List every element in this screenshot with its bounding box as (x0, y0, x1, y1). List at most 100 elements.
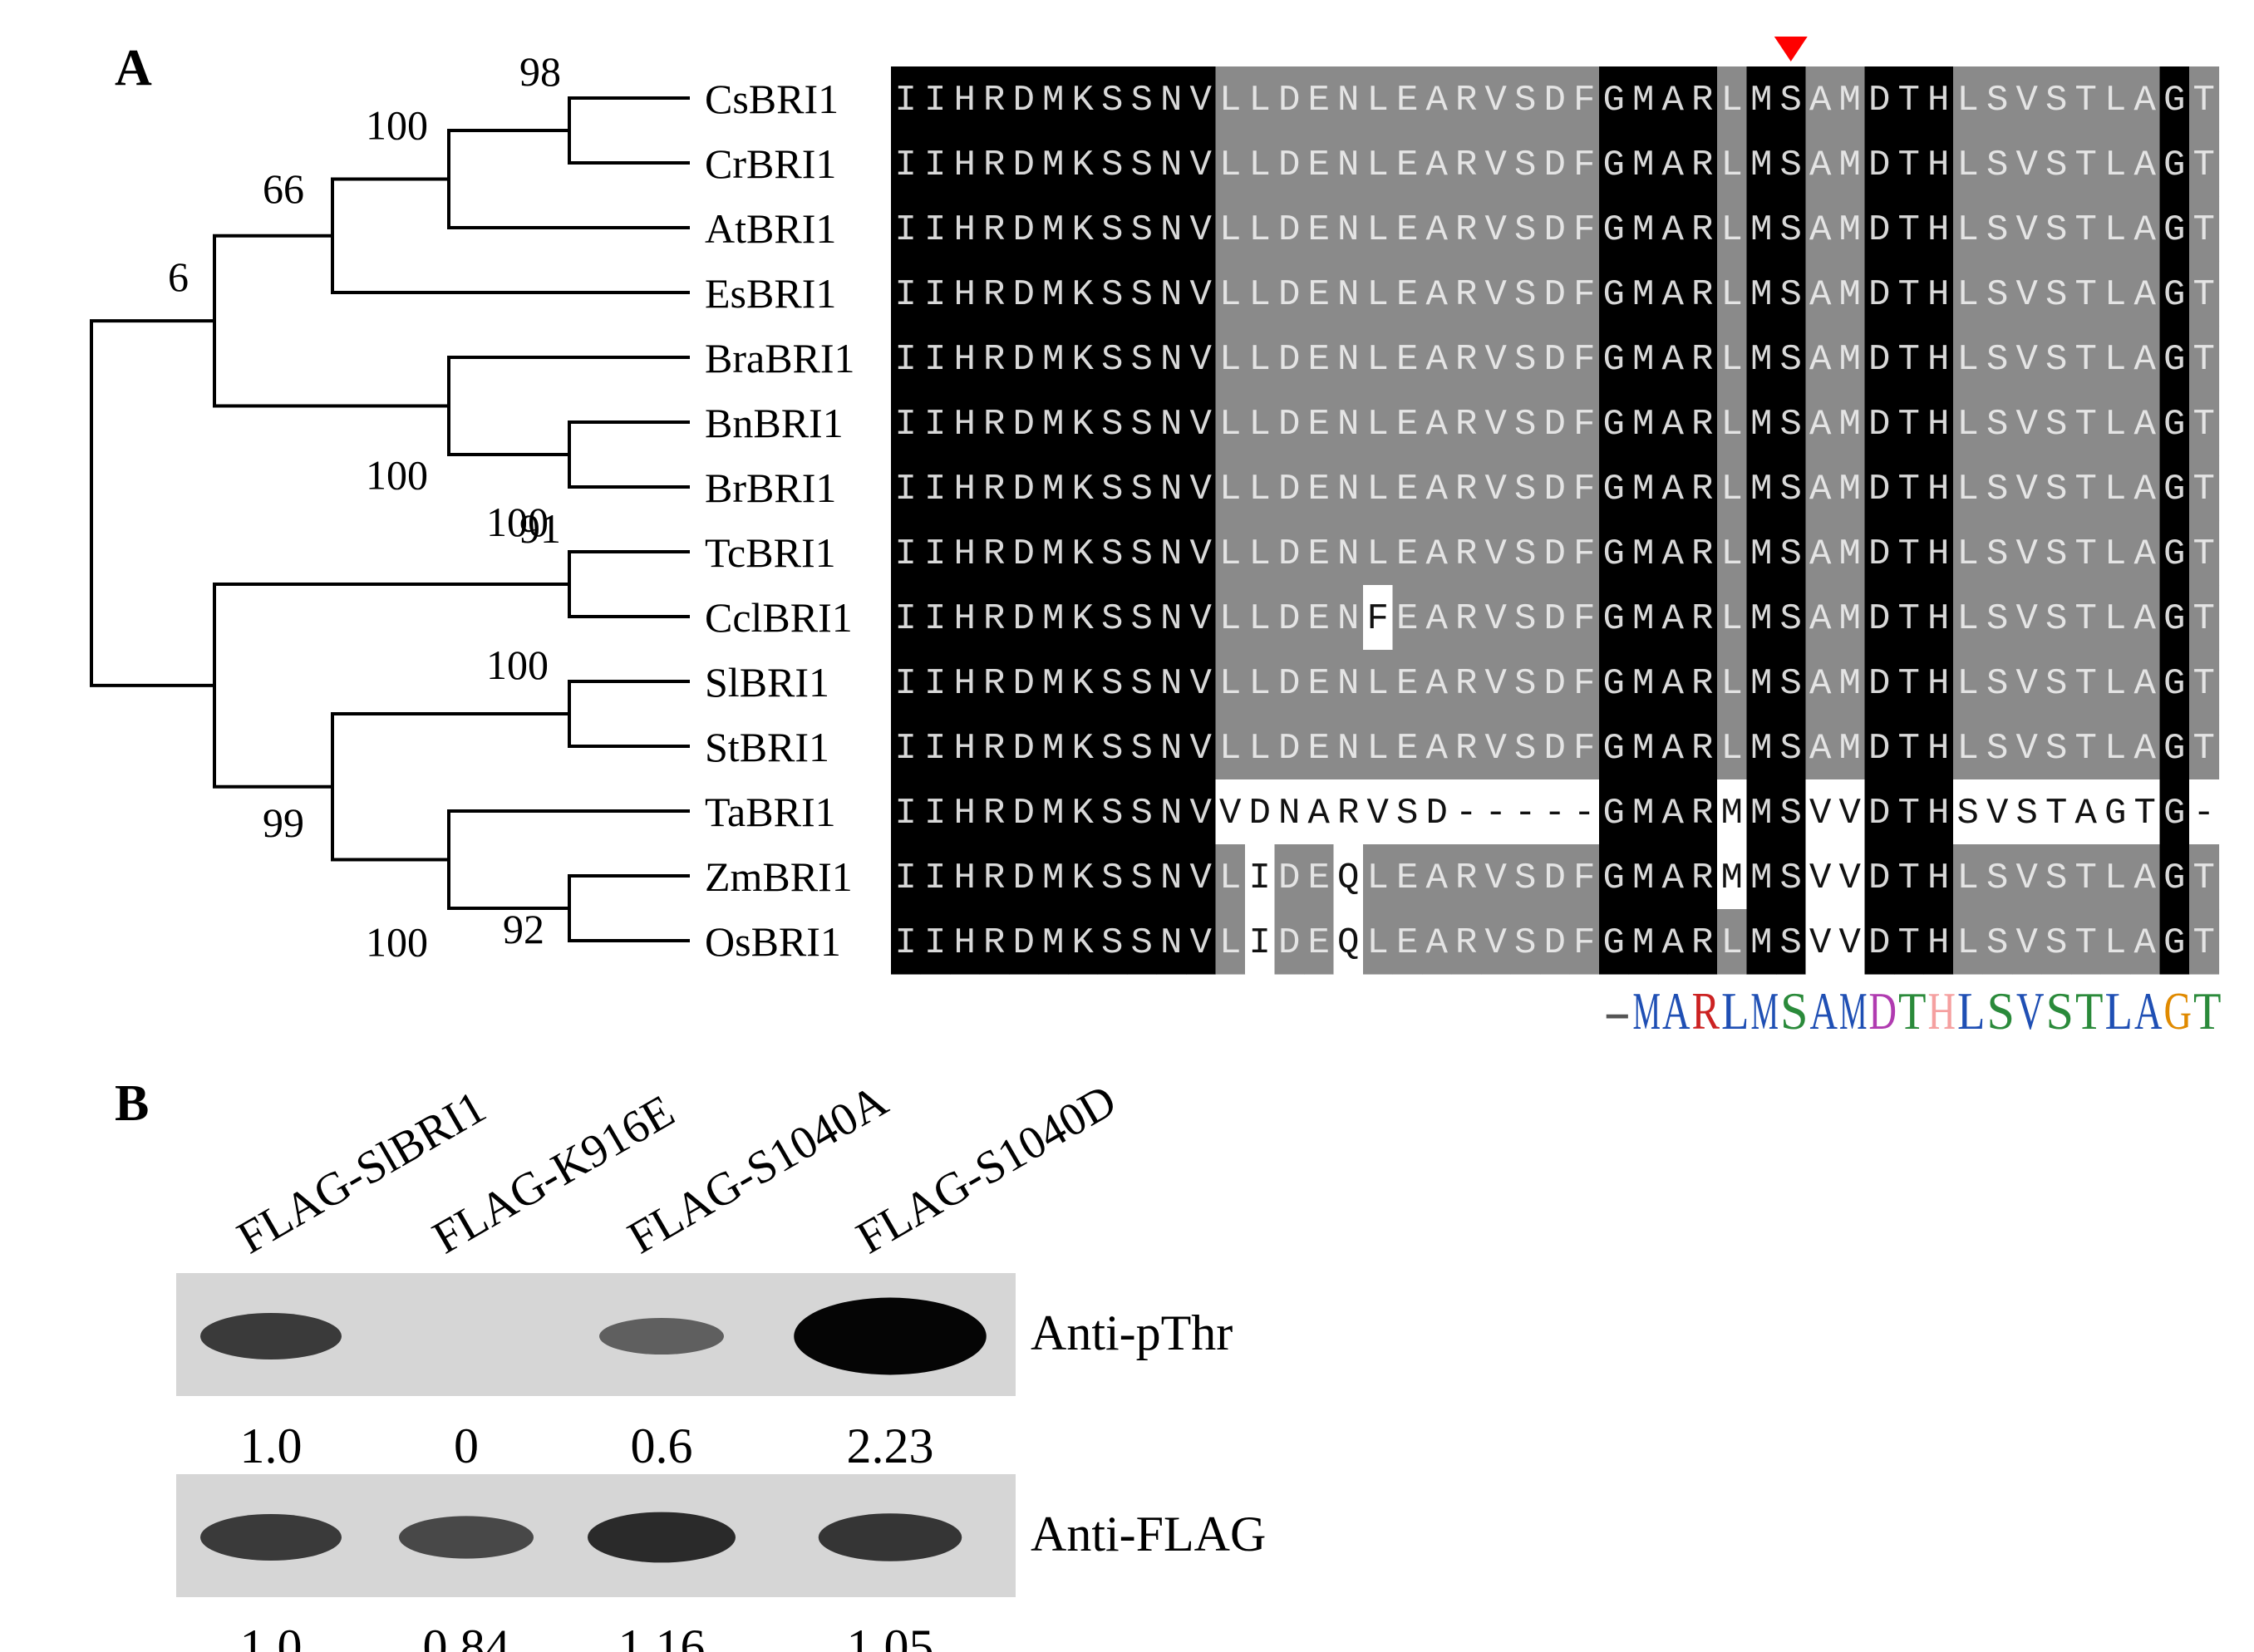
alignment-cell (1864, 391, 1895, 456)
alignment-cell (1835, 520, 1866, 586)
alignment-cell (1186, 520, 1217, 586)
alignment-cell (1835, 585, 1866, 651)
residue: R (1691, 598, 1713, 640)
alignment-cell (1658, 131, 1689, 197)
logo-letter: M (1839, 981, 1868, 1040)
residue: G (2163, 469, 2185, 510)
alignment-cell (1245, 261, 1276, 327)
residue: D (1544, 80, 1566, 121)
residue: L (1721, 598, 1743, 640)
alignment-cell (1097, 520, 1128, 586)
quant-value: 1.16 (618, 1620, 706, 1652)
residue: D (1278, 922, 1300, 964)
residue: A (1662, 469, 1685, 510)
residue: T (1898, 209, 1920, 251)
residue: M (1632, 793, 1654, 834)
alignment-cell (979, 909, 1010, 975)
antibody-label: Anti-pThr (1031, 1305, 1233, 1360)
alignment-cell (1009, 520, 1040, 586)
residue: H (1927, 339, 1949, 381)
residue: L (1957, 339, 1979, 381)
alignment-cell (1569, 715, 1600, 780)
alignment-cell (891, 650, 922, 715)
residue: K (1072, 404, 1095, 445)
alignment-cell (1215, 326, 1246, 391)
residue: R (983, 80, 1005, 121)
alignment-cell (950, 455, 981, 521)
residue: H (954, 339, 976, 381)
residue: S (1986, 209, 2008, 251)
alignment-cell (1156, 520, 1187, 586)
residue: K (1072, 728, 1095, 769)
residue: I (1249, 922, 1271, 964)
alignment-cell (2012, 131, 2043, 197)
alignment-cell (1245, 650, 1276, 715)
alignment-cell (1599, 391, 1630, 456)
residue: N (1278, 793, 1300, 834)
alignment-cell (2100, 196, 2131, 262)
alignment-cell (1746, 844, 1777, 910)
residue: D (1278, 209, 1300, 251)
alignment-cell (1481, 650, 1512, 715)
residue: D (1868, 469, 1890, 510)
residue: R (1455, 598, 1477, 640)
residue: S (1101, 533, 1123, 575)
residue: H (954, 728, 976, 769)
residue: E (1396, 209, 1418, 251)
alignment-cell (1687, 715, 1718, 780)
alignment-cell (1186, 261, 1217, 327)
alignment-cell (979, 455, 1010, 521)
alignment-cell (1274, 131, 1305, 197)
bootstrap-value: 98 (519, 48, 561, 95)
alignment-cell (979, 261, 1010, 327)
alignment-cell (1540, 66, 1571, 132)
residue: L (2104, 274, 2126, 316)
residue: A (2134, 533, 2157, 575)
alignment-cell (2041, 779, 2072, 845)
alignment-cell (1481, 585, 1512, 651)
residue: R (1455, 922, 1477, 964)
alignment-cell (2189, 131, 2220, 197)
alignment-cell (1628, 131, 1659, 197)
residue: D (1278, 404, 1300, 445)
residue: S (2045, 209, 2067, 251)
alignment-cell (1658, 844, 1689, 910)
alignment-cell (1245, 844, 1276, 910)
alignment-cell (1363, 715, 1394, 780)
alignment-cell (1333, 455, 1364, 521)
residue: N (1337, 145, 1359, 186)
residue: A (1662, 728, 1685, 769)
residue: E (1308, 728, 1330, 769)
alignment-cell (1363, 455, 1394, 521)
residue: T (2075, 274, 2097, 316)
alignment-cell (1481, 326, 1512, 391)
residue: D (1868, 145, 1890, 186)
alignment-cell (1245, 715, 1276, 780)
residue: Q (1337, 922, 1359, 964)
residue: V (1809, 922, 1832, 964)
residue: V (1190, 404, 1213, 445)
alignment-cell (1274, 326, 1305, 391)
residue: V (1809, 858, 1832, 899)
bootstrap-value: 92 (503, 906, 544, 952)
alignment-cell (1628, 261, 1659, 327)
residue: S (1514, 209, 1536, 251)
residue: L (1367, 728, 1389, 769)
alignment-cell (1422, 66, 1453, 132)
residue: L (2104, 663, 2126, 705)
alignment-cell (2130, 715, 2161, 780)
alignment-cell (1953, 520, 1984, 586)
residue: A (2134, 469, 2157, 510)
alignment-cell (1186, 196, 1217, 262)
alignment-cell (1687, 650, 1718, 715)
bootstrap-value: 91 (519, 505, 561, 552)
alignment-cell (1333, 196, 1364, 262)
alignment-cell (950, 261, 981, 327)
alignment-cell (1363, 520, 1394, 586)
alignment-cell (2100, 909, 2131, 975)
residue: I (895, 469, 917, 510)
residue: R (983, 728, 1005, 769)
alignment-cell (1776, 585, 1807, 651)
alignment-cell (1451, 391, 1482, 456)
residue: T (2193, 80, 2215, 121)
